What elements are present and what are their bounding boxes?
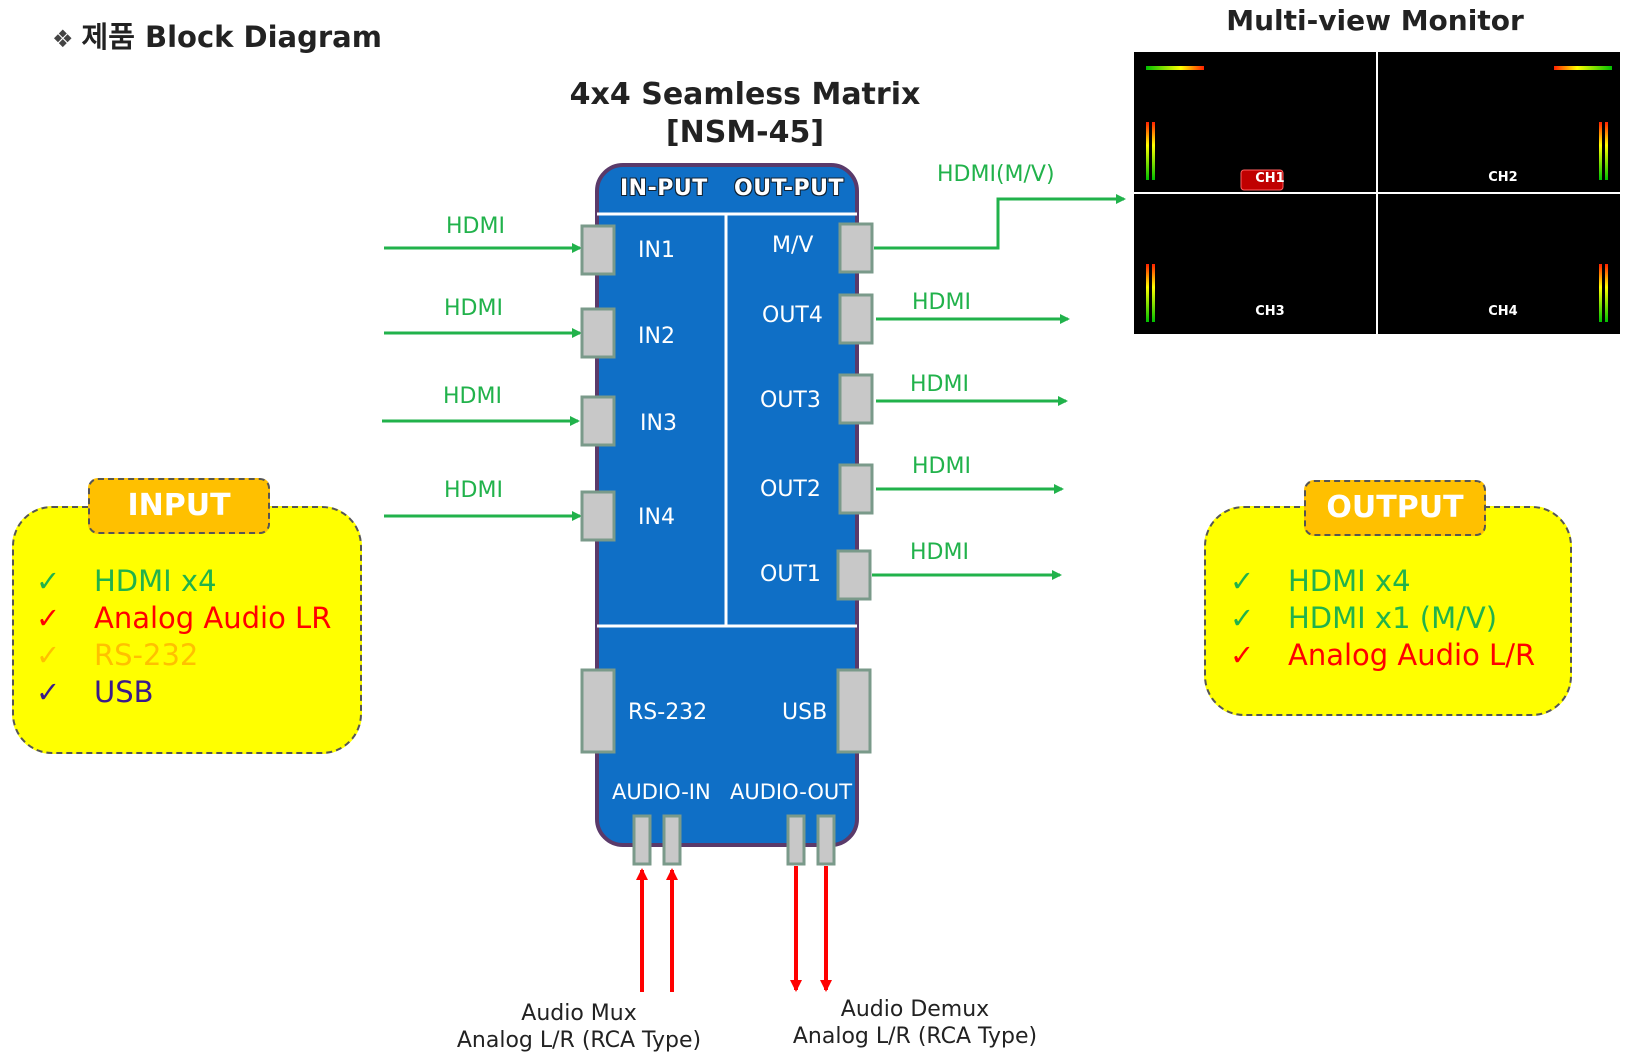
out4-signal-label: HDMI [912, 290, 971, 315]
out3-label: OUT3 [760, 388, 821, 413]
ch3-label: CH3 [1255, 304, 1285, 319]
list-item: ✓ USB [36, 674, 331, 711]
list-item: ✓ Analog Audio L/R [1230, 637, 1535, 674]
ch4-right-meter [1605, 264, 1608, 322]
ch2-left-meter [1599, 122, 1602, 180]
device-title: 4x4 Seamless Matrix [NSM-45] [540, 76, 950, 152]
check-icon: ✓ [36, 601, 61, 635]
check-icon: ✓ [36, 638, 61, 672]
device-model: [NSM-45] [665, 115, 825, 150]
ch4-label: CH4 [1488, 304, 1518, 319]
ch1-level-meter [1146, 66, 1204, 70]
usb-label: USB [782, 700, 828, 725]
ch1-left-meter [1146, 122, 1149, 180]
list-item: ✓ Analog Audio LR [36, 600, 331, 637]
in2-label: IN2 [638, 324, 675, 349]
page-title-text: 제품 Block Diagram [81, 20, 382, 54]
audio-demux-line2: Analog L/R (RCA Type) [792, 1024, 1038, 1049]
device-name: 4x4 Seamless Matrix [569, 77, 921, 112]
in1-port [580, 224, 616, 276]
out1-signal-label: HDMI [910, 540, 969, 565]
list-item: ✓ HDMI x4 [36, 563, 331, 600]
audio-mux-line1: Audio Mux [521, 1001, 637, 1026]
audio-in-r-port [662, 814, 682, 866]
audio-out-label: AUDIO-OUT [730, 780, 853, 804]
ch4-left-meter [1599, 264, 1602, 322]
in4-signal-label: HDMI [444, 478, 503, 503]
in3-label: IN3 [640, 411, 677, 436]
audio-in-l-port [632, 814, 652, 866]
rs232-port [580, 668, 616, 754]
ch1-right-meter [1152, 122, 1155, 180]
list-item-text: Analog Audio L/R [1288, 638, 1536, 672]
audio-out-r-port [816, 814, 836, 866]
in4-label: IN4 [638, 505, 675, 530]
in3-port [580, 395, 616, 447]
audio-out-l-port [786, 814, 806, 866]
out4-port [838, 293, 874, 345]
list-item: ✓ HDMI x4 [1230, 563, 1535, 600]
list-item-text: Analog Audio LR [94, 601, 332, 635]
out1-label: OUT1 [760, 562, 821, 587]
input-summary-tab: INPUT [88, 478, 270, 534]
diamond-bullet-icon: ❖ [52, 25, 74, 53]
mv-port [838, 222, 874, 274]
input-header: IN-PUT [620, 176, 708, 201]
input-summary-list: ✓ HDMI x4 ✓ Analog Audio LR ✓ RS-232 ✓ USB [36, 563, 331, 711]
list-item-text: USB [94, 675, 154, 709]
check-icon: ✓ [36, 675, 61, 709]
in1-label: IN1 [638, 238, 675, 263]
ch3-left-meter [1146, 264, 1149, 322]
list-item-text: RS-232 [94, 638, 199, 672]
rs232-label: RS-232 [628, 700, 708, 725]
ch2-right-meter [1605, 122, 1608, 180]
list-item: ✓ RS-232 [36, 637, 331, 674]
output-summary-tab: OUTPUT [1304, 480, 1486, 536]
out2-signal-label: HDMI [912, 454, 971, 479]
audio-demux-label: Audio Demux Analog L/R (RCA Type) [782, 996, 1048, 1050]
out3-port [838, 373, 874, 425]
list-item-text: HDMI x4 [94, 564, 217, 598]
usb-port [836, 668, 872, 754]
mv-signal-label: HDMI(M/V) [937, 162, 1055, 187]
mv-label: M/V [772, 233, 814, 258]
ch1-label: CH1 [1255, 171, 1285, 186]
audio-mux-line2: Analog L/R (RCA Type) [456, 1028, 702, 1053]
ch3-right-meter [1152, 264, 1155, 322]
list-item-text: HDMI x1 (M/V) [1288, 601, 1498, 635]
list-item-text: HDMI x4 [1288, 564, 1411, 598]
out3-signal-label: HDMI [910, 372, 969, 397]
audio-in-label: AUDIO-IN [612, 780, 711, 804]
ch2-label: CH2 [1488, 170, 1518, 185]
in3-signal-label: HDMI [443, 384, 502, 409]
audio-demux-line1: Audio Demux [840, 997, 990, 1022]
audio-mux-label: Audio Mux Analog L/R (RCA Type) [446, 1000, 712, 1054]
check-icon: ✓ [1230, 564, 1255, 598]
in2-port [580, 307, 616, 359]
out2-label: OUT2 [760, 477, 821, 502]
output-summary-box [1204, 506, 1572, 716]
mv-arrow [874, 194, 1126, 250]
monitor-title: Multi-view Monitor [1226, 4, 1524, 37]
out2-port [838, 463, 874, 515]
multiview-monitor [1134, 52, 1620, 334]
page-title: ❖제품 Block Diagram [52, 14, 382, 56]
check-icon: ✓ [1230, 638, 1255, 672]
check-icon: ✓ [1230, 601, 1255, 635]
output-summary-list: ✓ HDMI x4 ✓ HDMI x1 (M/V) ✓ Analog Audio L/… [1230, 563, 1535, 674]
in4-port [580, 490, 616, 542]
ch2-level-meter [1554, 66, 1612, 70]
out4-label: OUT4 [762, 303, 823, 328]
list-item: ✓ HDMI x1 (M/V) [1230, 600, 1535, 637]
ch1-active-badge [1240, 169, 1284, 191]
in1-signal-label: HDMI [446, 214, 505, 239]
out1-port [836, 549, 872, 601]
in2-signal-label: HDMI [444, 296, 503, 321]
output-header: OUT-PUT [734, 176, 844, 201]
check-icon: ✓ [36, 564, 61, 598]
